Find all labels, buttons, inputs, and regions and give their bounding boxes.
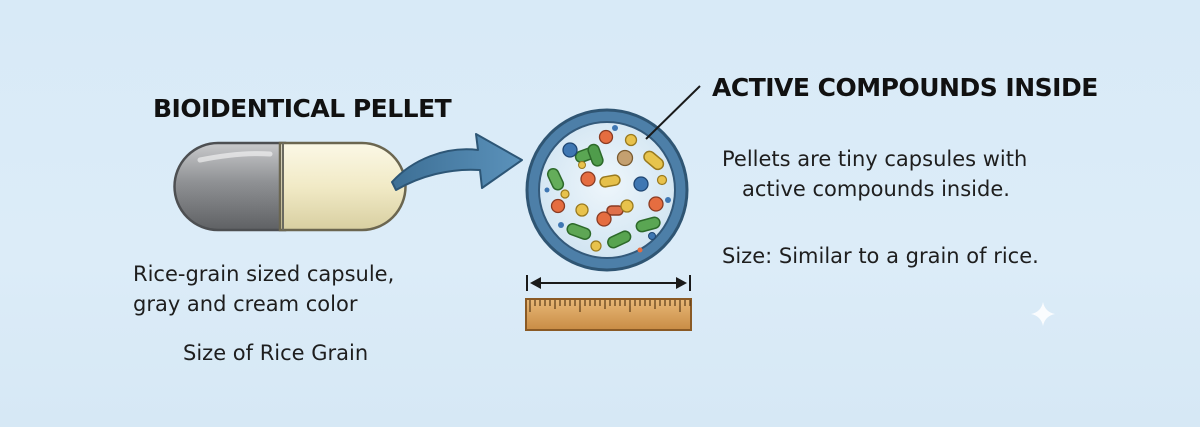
ruler-icon <box>525 298 692 331</box>
sparkle-icon <box>1031 302 1055 326</box>
compounds-size-note: Size: Similar to a grain of rice. <box>722 244 1039 268</box>
measure-arrow <box>526 275 691 291</box>
capsule-icon <box>173 141 407 232</box>
pointer-line <box>645 85 701 140</box>
compounds-desc-line-1: Pellets are tiny capsules with <box>722 147 1028 171</box>
compounds-desc-line-2: active compounds inside. <box>742 177 1010 201</box>
pellet-caption-line-2: gray and cream color <box>133 292 358 316</box>
magnified-circle-icon <box>525 108 689 272</box>
pellet-title: BIOIDENTICAL PELLET <box>153 94 452 123</box>
pellet-size-note: Size of Rice Grain <box>183 341 369 365</box>
pellet-caption-line-1: Rice-grain sized capsule, <box>133 262 395 286</box>
arrow-icon <box>391 133 523 191</box>
compounds-title: ACTIVE COMPOUNDS INSIDE <box>712 73 1098 102</box>
